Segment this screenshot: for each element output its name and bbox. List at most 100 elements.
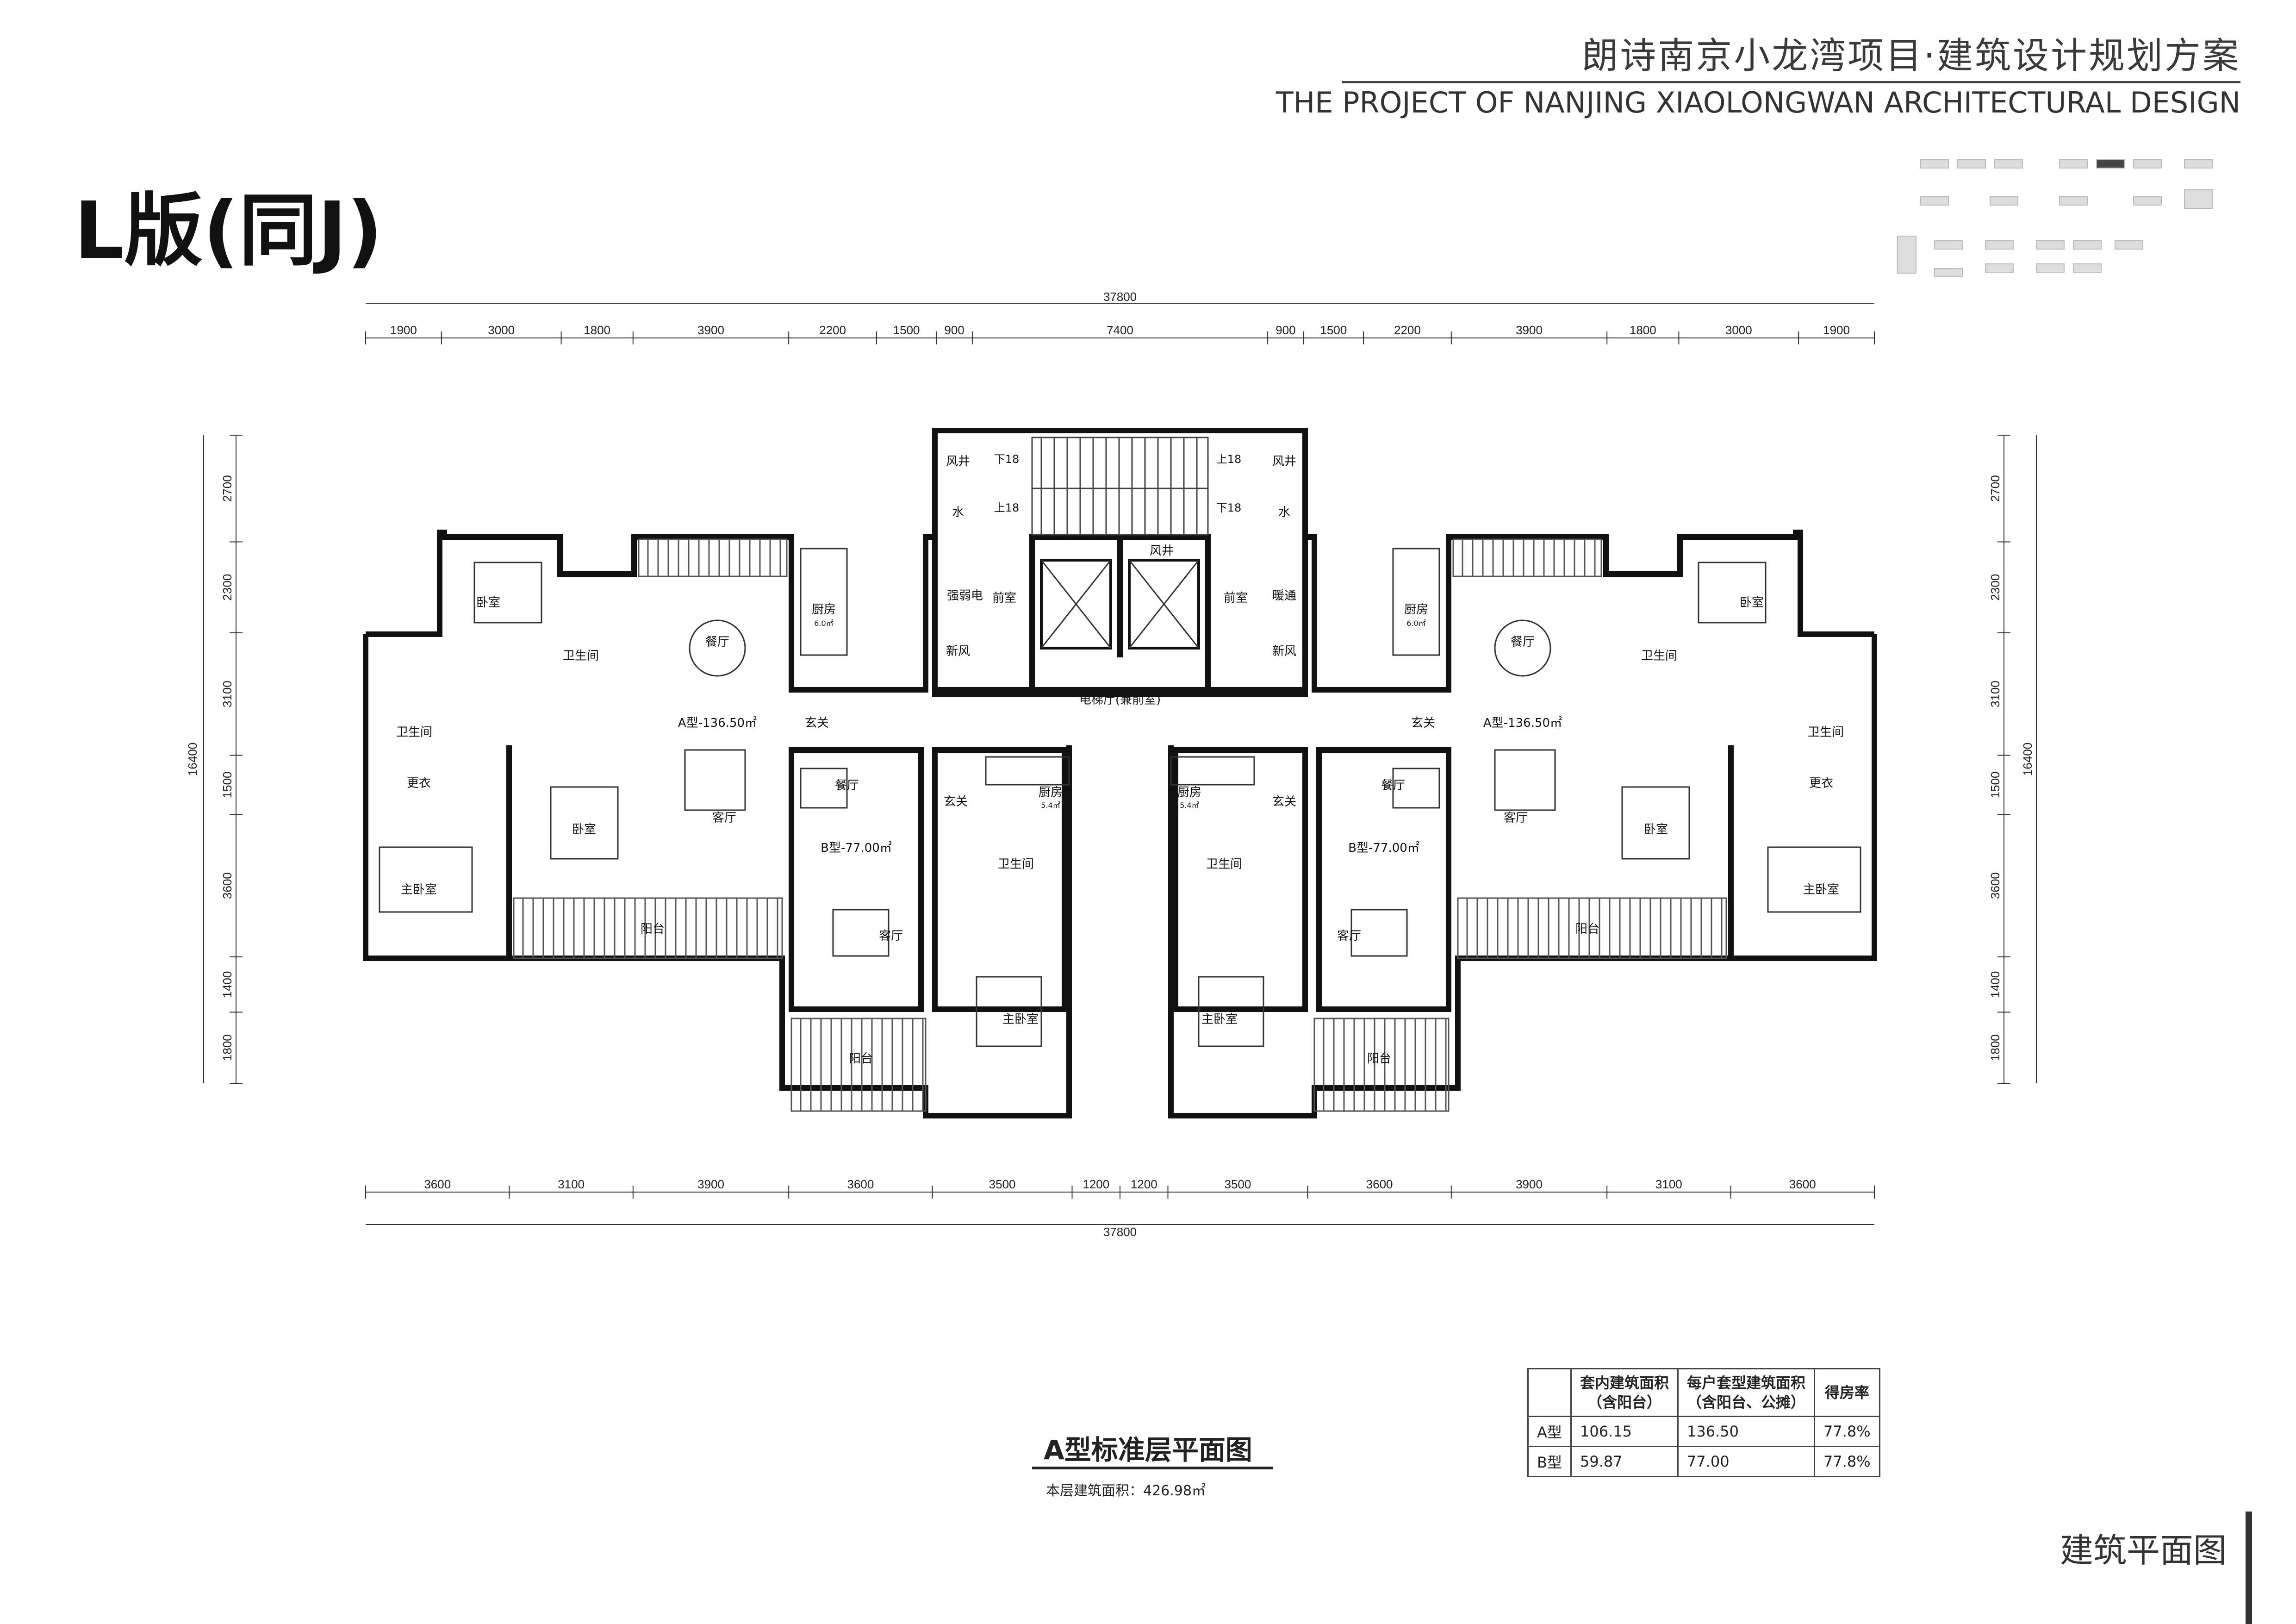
dim-side-right-2: 3100 <box>1988 681 2002 707</box>
dim-top-2: 1800 <box>584 323 610 337</box>
table-row: B型 59.87 77.00 77.8% <box>1527 1446 1880 1477</box>
footer-bar <box>2246 1512 2252 1624</box>
label-elevator-hall: 电梯厅(兼前室) <box>1079 693 1161 707</box>
stairs <box>1031 437 1209 536</box>
label-stair-down-2: 下18 <box>1216 501 1242 514</box>
header-title-en: THE PROJECT OF NANJING XIAOLONGWAN ARCHI… <box>1276 86 2240 119</box>
dim-top-11: 3900 <box>1516 323 1543 337</box>
dim-side-left-0: 2700 <box>220 475 234 502</box>
footer-title: 建筑平面图 <box>2060 1531 2227 1570</box>
label-kitchen-4: 厨房 <box>1177 786 1201 800</box>
label-stair-down-1: 下18 <box>994 453 1020 466</box>
dim-side-right-0: 2700 <box>1988 475 2002 502</box>
dim-top-4: 2200 <box>819 323 846 337</box>
label-bedroom-1: 卧室 <box>476 596 500 610</box>
room-labels: 卧室 卧室 卫生间 卫生间 餐厅 餐厅 厨房 厨房 6.0㎡ 6.0㎡ 卫生间 … <box>396 453 1844 1066</box>
table-header-cell: 套内建筑面积 （含阳台） <box>1570 1368 1679 1417</box>
label-bathroom-2: 卫生间 <box>1641 649 1677 663</box>
dim-bottom-4: 3500 <box>989 1177 1016 1191</box>
dim-bottom-9: 3900 <box>1516 1177 1543 1191</box>
dim-bottom-1: 3100 <box>558 1177 585 1191</box>
dim-side-left-1: 2300 <box>220 574 234 601</box>
dim-side-left-3: 1500 <box>220 772 234 799</box>
label-living-2: 客厅 <box>1504 811 1528 825</box>
label-master-3: 主卧室 <box>1002 1012 1039 1026</box>
label-kitchen-2: 厨房 <box>1404 603 1428 617</box>
label-bedroom-3: 卧室 <box>572 823 596 837</box>
label-living-1: 客厅 <box>712 811 736 825</box>
label-water-2: 水 <box>1278 506 1290 519</box>
north-mark: H <box>1180 686 1189 700</box>
label-balcony-2: 阳台 <box>1575 922 1599 936</box>
dim-top-7: 7400 <box>1107 323 1133 337</box>
version-title: L版(同J) <box>74 185 383 277</box>
label-unit-a-2: A型-136.50㎡ <box>1483 716 1562 730</box>
table-cell: 59.87 <box>1570 1446 1679 1477</box>
label-dressing-1: 更衣 <box>407 776 431 790</box>
label-water-1: 水 <box>952 506 964 519</box>
table-cell: 136.50 <box>1677 1416 1816 1447</box>
dim-side-right-3: 1500 <box>1988 772 2002 799</box>
dimension-lines <box>203 303 2037 1225</box>
table-cell: A型 <box>1527 1416 1572 1447</box>
label-entry-2: 玄关 <box>1411 716 1435 730</box>
dim-top-8: 900 <box>1276 323 1295 337</box>
dim-side-left-5: 1400 <box>220 971 234 998</box>
label-bathroom-4: 卫生间 <box>1808 725 1844 739</box>
dim-bottom-8: 3600 <box>1366 1177 1393 1191</box>
label-balcony-1: 阳台 <box>641 922 665 936</box>
dim-side-total-left: 16400 <box>186 743 199 776</box>
table-cell: 77.8% <box>1814 1416 1880 1447</box>
header-rule <box>1342 81 2240 83</box>
dim-bottom-5: 1200 <box>1083 1177 1109 1191</box>
label-unit-b-2: B型-77.00㎡ <box>1348 841 1419 855</box>
dim-bottom-10: 3100 <box>1655 1177 1682 1191</box>
dim-top-1: 3000 <box>488 323 515 337</box>
label-kitchen-1: 厨房 <box>812 603 836 617</box>
dim-bottom-3: 3600 <box>847 1177 874 1191</box>
table-cell: 77.00 <box>1677 1446 1816 1477</box>
dim-top-0: 1900 <box>390 323 417 337</box>
label-air-shaft-1: 风井 <box>946 455 970 468</box>
dim-top-12: 1800 <box>1630 323 1656 337</box>
table-header-cell <box>1527 1368 1572 1417</box>
dim-top-3: 3900 <box>697 323 724 337</box>
table-cell: 106.15 <box>1570 1416 1679 1447</box>
plan-caption-rule <box>1032 1467 1273 1469</box>
table-header-row: 套内建筑面积 （含阳台） 每户套型建筑面积 （含阳台、公摊） 得房率 <box>1527 1368 1880 1417</box>
label-stair-up-2: 上18 <box>994 501 1020 514</box>
label-bathroom-1: 卫生间 <box>563 649 599 663</box>
label-front-room-2: 前室 <box>1224 591 1248 605</box>
dim-top-5: 1500 <box>893 323 920 337</box>
label-entry-1: 玄关 <box>805 716 829 730</box>
label-dressing-2: 更衣 <box>1809 776 1833 790</box>
label-dining-4: 餐厅 <box>1381 779 1405 793</box>
label-kitchen-3: 厨房 <box>1039 786 1063 800</box>
table-cell: B型 <box>1527 1446 1572 1477</box>
label-stair-up-1: 上18 <box>1216 453 1242 466</box>
label-entry-4: 玄关 <box>1272 795 1296 809</box>
dim-bottom-11: 3600 <box>1789 1177 1816 1191</box>
label-fresh-air-1: 新风 <box>946 644 970 658</box>
plan-floor-area: 本层建筑面积：426.98㎡ <box>1046 1483 1206 1499</box>
dim-bottom-6: 1200 <box>1131 1177 1157 1191</box>
label-weak-current: 强弱电 <box>947 589 983 603</box>
dim-side-left-4: 3600 <box>220 872 234 899</box>
label-bathroom-6: 卫生间 <box>1206 857 1242 871</box>
label-unit-a-1: A型-136.50㎡ <box>678 716 757 730</box>
dim-bottom-total: 37800 <box>1103 1225 1137 1239</box>
label-kitchen-area-4: 5.4㎡ <box>1180 801 1199 810</box>
balconies <box>513 538 1727 1112</box>
dim-side-left-6: 1800 <box>220 1034 234 1061</box>
dim-top-10: 2200 <box>1394 323 1421 337</box>
walls <box>363 428 1877 1118</box>
dim-bottom-2: 3900 <box>697 1177 724 1191</box>
label-kitchen-area-3: 5.4㎡ <box>1041 801 1060 810</box>
label-fresh-air-2: 新风 <box>1272 644 1296 658</box>
dim-side-right-1: 2300 <box>1988 574 2002 601</box>
label-bathroom-3: 卫生间 <box>396 725 432 739</box>
plan-caption: A型标准层平面图 <box>1044 1434 1252 1466</box>
dim-side-total-right: 16400 <box>2021 743 2035 776</box>
label-kitchen-area-1: 6.0㎡ <box>814 619 833 628</box>
